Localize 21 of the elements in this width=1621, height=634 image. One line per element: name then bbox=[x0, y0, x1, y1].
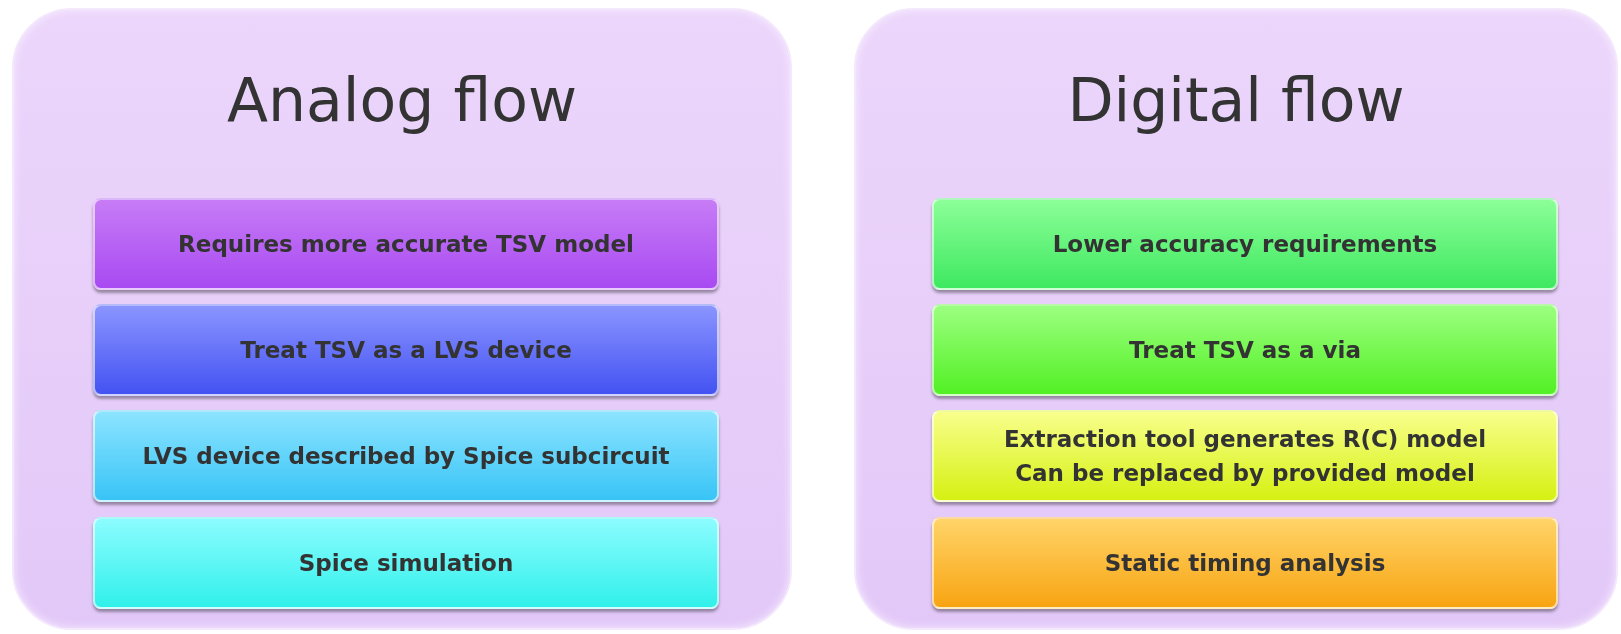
step-box bbox=[932, 198, 1558, 290]
panel bbox=[12, 8, 792, 630]
step-box bbox=[93, 517, 719, 609]
step-box bbox=[932, 410, 1558, 502]
step-text: LVS device described by Spice subcircuit bbox=[142, 441, 670, 471]
step-text: Can be replaced by provided model bbox=[1015, 459, 1475, 488]
step-box bbox=[93, 304, 719, 396]
step-text: Lower accuracy requirements bbox=[1052, 229, 1438, 259]
panel-title: Digital flow bbox=[1066, 65, 1406, 135]
step-text: Static timing analysis bbox=[1104, 548, 1386, 578]
panel bbox=[854, 8, 1618, 630]
step-box bbox=[93, 410, 719, 502]
step-text: Treat TSV as a via bbox=[1129, 335, 1361, 365]
step-text: Spice simulation bbox=[298, 548, 514, 578]
step-box bbox=[932, 304, 1558, 396]
panel-title: Analog flow bbox=[226, 65, 578, 135]
step-text: Extraction tool generates R(C) model bbox=[1003, 424, 1487, 454]
step-text: Requires more accurate TSV model bbox=[178, 229, 634, 259]
step-box bbox=[93, 198, 719, 290]
step-text: Treat TSV as a LVS device bbox=[240, 335, 572, 365]
step-box bbox=[932, 517, 1558, 609]
